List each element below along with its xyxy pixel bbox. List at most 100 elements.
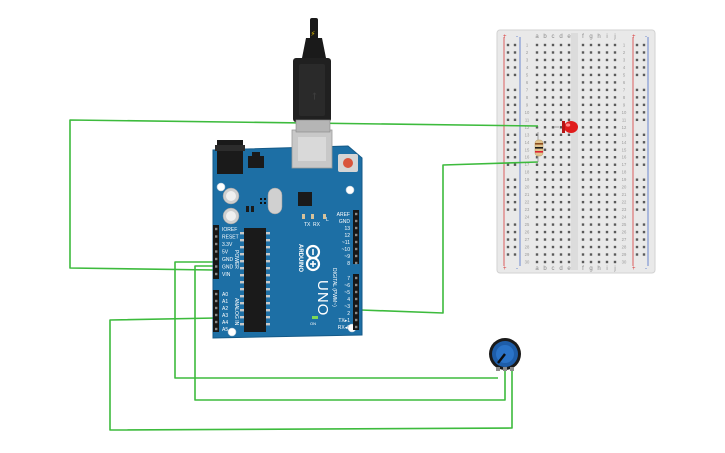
breadboard-hole[interactable]: [567, 260, 571, 264]
breadboard-hole[interactable]: [535, 200, 539, 204]
breadboard-hole[interactable]: [605, 208, 609, 211]
breadboard-hole[interactable]: [597, 260, 601, 264]
breadboard-hole[interactable]: [581, 51, 585, 54]
breadboard-hole[interactable]: [567, 111, 571, 114]
breadboard-hole[interactable]: [543, 73, 547, 77]
rail-hole[interactable]: [506, 103, 510, 107]
breadboard-hole[interactable]: [589, 88, 593, 92]
breadboard-hole[interactable]: [559, 156, 563, 159]
breadboard-hole[interactable]: [581, 118, 585, 122]
rail-hole[interactable]: [506, 253, 510, 256]
breadboard-hole[interactable]: [589, 163, 593, 166]
breadboard-hole[interactable]: [535, 163, 539, 166]
breadboard-hole[interactable]: [551, 118, 555, 122]
breadboard-hole[interactable]: [605, 156, 609, 159]
breadboard-hole[interactable]: [589, 96, 593, 99]
breadboard-hole[interactable]: [559, 96, 563, 99]
rail-hole[interactable]: [635, 156, 639, 159]
rail-hole[interactable]: [513, 163, 517, 166]
rail-hole[interactable]: [635, 103, 639, 107]
breadboard-hole[interactable]: [613, 148, 617, 151]
breadboard-hole[interactable]: [605, 185, 609, 189]
breadboard-hole[interactable]: [567, 66, 571, 69]
breadboard-hole[interactable]: [605, 148, 609, 151]
breadboard-hole[interactable]: [613, 163, 617, 166]
breadboard-hole[interactable]: [567, 200, 571, 204]
rail-hole[interactable]: [513, 88, 517, 92]
breadboard-hole[interactable]: [613, 171, 617, 174]
rail-hole[interactable]: [642, 185, 646, 189]
wire-gnd-to-pot[interactable]: [194, 265, 506, 401]
breadboard-hole[interactable]: [597, 111, 601, 114]
rail-hole[interactable]: [513, 185, 517, 189]
rail-hole[interactable]: [513, 245, 517, 249]
breadboard-hole[interactable]: [605, 260, 609, 264]
breadboard-hole[interactable]: [589, 185, 593, 189]
breadboard-hole[interactable]: [551, 215, 555, 219]
breadboard-hole[interactable]: [581, 66, 585, 69]
breadboard-hole[interactable]: [581, 163, 585, 166]
breadboard-hole[interactable]: [551, 88, 555, 92]
breadboard-hole[interactable]: [613, 126, 617, 129]
breadboard-hole[interactable]: [551, 148, 555, 151]
breadboard-hole[interactable]: [589, 58, 593, 62]
rail-hole[interactable]: [642, 73, 646, 77]
rail-hole[interactable]: [506, 245, 510, 249]
rail-hole[interactable]: [642, 178, 646, 181]
breadboard-hole[interactable]: [581, 223, 585, 226]
breadboard-hole[interactable]: [567, 58, 571, 62]
breadboard-hole[interactable]: [605, 238, 609, 241]
breadboard-hole[interactable]: [551, 230, 555, 234]
breadboard-hole[interactable]: [535, 208, 539, 211]
rail-hole[interactable]: [513, 111, 517, 114]
rail-hole[interactable]: [506, 58, 510, 62]
breadboard-hole[interactable]: [543, 43, 547, 47]
breadboard-hole[interactable]: [605, 81, 609, 84]
breadboard-hole[interactable]: [597, 66, 601, 69]
rail-hole[interactable]: [635, 148, 639, 151]
breadboard-hole[interactable]: [613, 223, 617, 226]
breadboard-hole[interactable]: [589, 245, 593, 249]
rail-hole[interactable]: [513, 103, 517, 107]
rail-hole[interactable]: [642, 66, 646, 69]
rail-hole[interactable]: [642, 88, 646, 92]
breadboard-hole[interactable]: [597, 200, 601, 204]
breadboard-hole[interactable]: [551, 200, 555, 204]
breadboard-hole[interactable]: [567, 96, 571, 99]
breadboard-hole[interactable]: [567, 141, 571, 144]
breadboard-hole[interactable]: [551, 73, 555, 77]
rail-hole[interactable]: [506, 88, 510, 92]
breadboard-hole[interactable]: [535, 230, 539, 234]
breadboard-hole[interactable]: [605, 200, 609, 204]
breadboard-hole[interactable]: [551, 260, 555, 264]
header-pin[interactable]: [355, 254, 358, 258]
breadboard-hole[interactable]: [551, 238, 555, 241]
breadboard-hole[interactable]: [605, 215, 609, 219]
breadboard-hole[interactable]: [551, 156, 555, 159]
rail-hole[interactable]: [642, 118, 646, 122]
rail-hole[interactable]: [642, 223, 646, 226]
breadboard-hole[interactable]: [543, 51, 547, 54]
rail-hole[interactable]: [506, 163, 510, 166]
breadboard-hole[interactable]: [543, 141, 547, 144]
breadboard-hole[interactable]: [597, 193, 601, 196]
breadboard-hole[interactable]: [543, 223, 547, 226]
breadboard-hole[interactable]: [567, 81, 571, 84]
header-pin[interactable]: [215, 313, 218, 317]
breadboard-hole[interactable]: [581, 200, 585, 204]
breadboard-hole[interactable]: [559, 245, 563, 249]
rail-hole[interactable]: [506, 96, 510, 99]
breadboard-hole[interactable]: [581, 58, 585, 62]
breadboard-hole[interactable]: [613, 156, 617, 159]
breadboard-hole[interactable]: [613, 208, 617, 211]
rail-hole[interactable]: [635, 230, 639, 234]
breadboard-hole[interactable]: [543, 66, 547, 69]
breadboard-hole[interactable]: [589, 111, 593, 114]
breadboard-hole[interactable]: [605, 178, 609, 181]
rail-hole[interactable]: [635, 245, 639, 249]
breadboard-hole[interactable]: [559, 238, 563, 241]
breadboard-hole[interactable]: [551, 223, 555, 226]
resistor[interactable]: [534, 132, 544, 162]
breadboard-hole[interactable]: [613, 81, 617, 84]
rail-hole[interactable]: [513, 58, 517, 62]
